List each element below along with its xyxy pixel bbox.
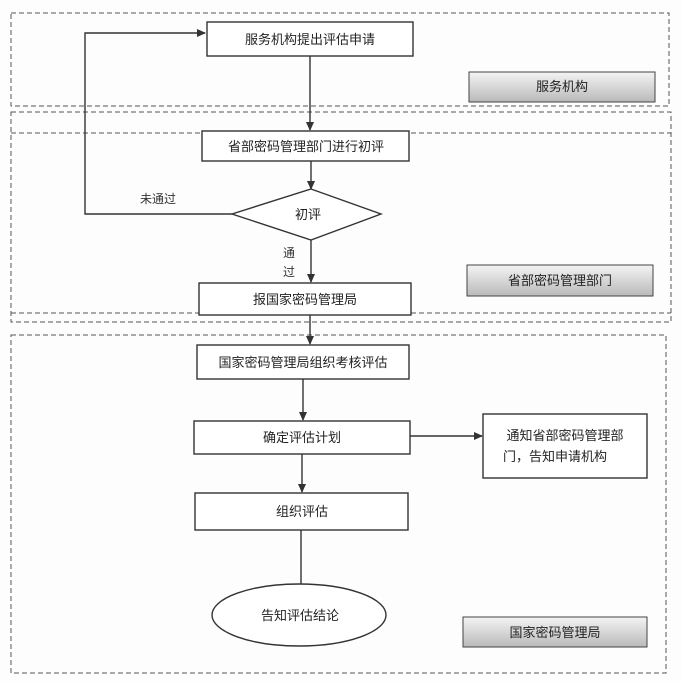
edge-label-passed-1: 通 <box>283 246 295 260</box>
node-notify-conclusion: 告知评估结论 <box>211 583 387 647</box>
swimlane-boundaries <box>10 12 672 674</box>
connectors <box>84 29 483 597</box>
node-initial-review-dept: 省部密码管理部门进行初评 <box>201 130 410 162</box>
lane-provincial-dept-boundary <box>10 111 672 323</box>
lane-label-service-org: 服务机构 <box>468 71 656 103</box>
lane-label-text: 服务机构 <box>536 79 588 95</box>
node-organize-eval: 组织评估 <box>194 492 409 531</box>
node-determine-plan: 确定评估计划 <box>193 420 411 455</box>
node-initial-review-dept-label: 省部密码管理部门进行初评 <box>228 139 384 155</box>
edge-label-not-passed: 未通过 <box>140 192 176 206</box>
node-notify: 通知省部密码管理部 门，告知申请机构 <box>482 413 648 479</box>
node-apply: 服务机构提出评估申请 <box>206 21 414 57</box>
lane-label-national-bureau: 国家密码管理局 <box>462 616 648 648</box>
node-determine-plan-label: 确定评估计划 <box>263 431 341 446</box>
node-decision-label: 初评 <box>295 208 321 223</box>
node-apply-label: 服务机构提出评估申请 <box>245 32 375 48</box>
lane-national-bureau-boundary <box>10 334 667 674</box>
arrow-not-passed-loop <box>84 29 232 215</box>
node-initial-review-decision: 初评 <box>229 188 384 241</box>
node-national-organize-label: 国家密码管理局组织考核评估 <box>218 355 387 371</box>
node-notify-label-line1: 通知省部密码管理部 <box>506 428 623 444</box>
node-notify-conclusion-label: 告知评估结论 <box>261 608 339 624</box>
lane-label-text: 国家密码管理局 <box>509 625 600 641</box>
lane-label-text: 省部密码管理部门 <box>508 273 612 289</box>
lane-label-provincial-dept: 省部密码管理部门 <box>466 264 654 297</box>
node-report-national: 报国家密码管理局 <box>198 282 412 316</box>
node-notify-label-line2: 门，告知申请机构 <box>503 449 607 465</box>
edge-label-passed-2: 过 <box>283 265 295 279</box>
node-organize-eval-label: 组织评估 <box>276 505 328 520</box>
node-national-organize: 国家密码管理局组织考核评估 <box>196 344 410 380</box>
node-report-national-label: 报国家密码管理局 <box>253 292 357 308</box>
lane-service-org-boundary <box>10 12 670 107</box>
